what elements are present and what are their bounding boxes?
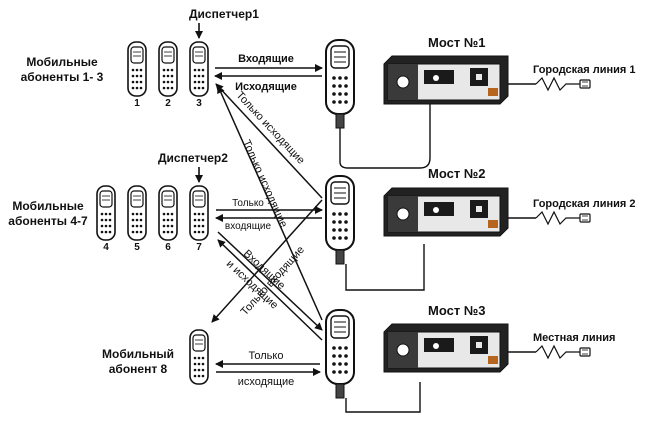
cable-2 xyxy=(345,244,425,291)
phone-1-number: 1 xyxy=(134,98,140,109)
phone-3-number: 3 xyxy=(196,98,202,109)
bridge-2-device-icon xyxy=(383,187,509,237)
cable-1 xyxy=(339,104,431,169)
dispatcher-1-label: Диспетчер1 xyxy=(189,7,259,21)
bridge-3-title: Мост №3 xyxy=(428,303,486,318)
only-incoming-arrow xyxy=(211,199,323,323)
group-3-label-line2: абонент 8 xyxy=(109,362,168,376)
bridge-2-line-coil xyxy=(535,210,580,226)
group-2-label-line2: абоненты 4-7 xyxy=(8,214,88,228)
bridge-1-title: Мост №1 xyxy=(428,35,486,50)
in-and-out-arrow-a xyxy=(217,231,323,331)
incoming-label: Входящие xyxy=(238,53,294,65)
only-outgoing-arrow-2 xyxy=(217,85,323,321)
outgoing-label: Исходящие xyxy=(235,81,297,93)
phone-7-number: 7 xyxy=(196,242,202,253)
group2-only-label-2: входящие xyxy=(225,221,272,232)
phone-4-icon xyxy=(96,185,116,241)
bridge-1-line-label: Городская линия 1 xyxy=(533,64,636,76)
bridge-1-line-coil xyxy=(535,76,580,92)
phone-6-number: 6 xyxy=(165,242,171,253)
in-and-out-arrow-b xyxy=(217,239,323,341)
group-3-label-line1: Мобильный xyxy=(102,347,174,361)
gateway-phone-2-icon xyxy=(325,175,355,265)
bottom-only-label: Только xyxy=(249,350,284,362)
cable-3 xyxy=(345,382,421,413)
phone-5-icon xyxy=(127,185,147,241)
bridge-3-line-label: Местная линия xyxy=(533,332,615,344)
bottom-outgoing-label: исходящие xyxy=(238,376,295,388)
group-1-label-line1: Мобильные xyxy=(26,55,98,69)
gateway-phone-3-icon xyxy=(325,309,355,399)
gateway-phone-1-icon xyxy=(325,39,355,129)
group-1-label-line2: абоненты 1- 3 xyxy=(21,70,104,84)
bridge-3-line-coil xyxy=(535,344,580,360)
phone-8-icon xyxy=(189,329,209,385)
bridge-2-title: Мост №2 xyxy=(428,166,486,181)
group2-only-label-1: Только xyxy=(232,198,264,209)
bridge-2-line-label: Городская линия 2 xyxy=(533,198,636,210)
bridge-1-device-icon xyxy=(383,55,509,105)
bridge-1-plug-icon xyxy=(579,79,591,89)
bridge-2-plug-icon xyxy=(579,213,591,223)
only-outgoing-label-1: Только исходящие xyxy=(234,89,307,166)
phone-6-icon xyxy=(158,185,178,241)
phone-1-icon xyxy=(127,41,147,97)
phone-2-icon xyxy=(158,41,178,97)
group-2-label-line1: Мобильные xyxy=(12,199,84,213)
bridge-3-device-icon xyxy=(383,323,509,373)
phone-3-icon xyxy=(189,41,209,97)
dispatcher-2-label: Диспетчер2 xyxy=(158,151,228,165)
bridge-3-plug-icon xyxy=(579,347,591,357)
phone-5-number: 5 xyxy=(134,242,140,253)
phone-7-icon xyxy=(189,185,209,241)
only-outgoing-arrow-1 xyxy=(215,83,323,199)
only-outgoing-label-2: Только исходящие xyxy=(240,138,289,229)
phone-2-number: 2 xyxy=(165,98,171,109)
phone-4-number: 4 xyxy=(103,242,109,253)
